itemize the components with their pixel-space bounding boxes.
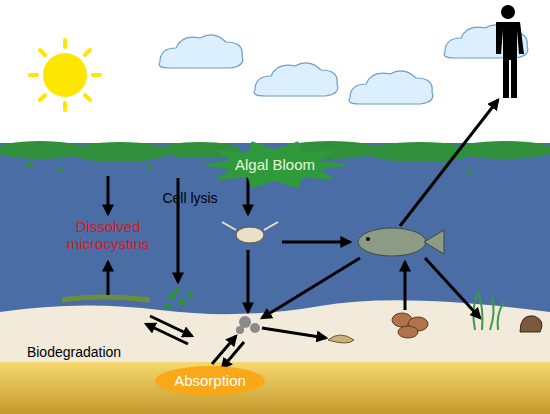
node-text: Algal Bloom	[235, 157, 315, 174]
clams	[392, 313, 428, 338]
bloom-star: Algal Bloom	[200, 140, 350, 190]
daphnia	[222, 222, 278, 243]
water	[0, 143, 550, 323]
absorption-ellipse: Absorption	[155, 366, 265, 396]
snail	[520, 316, 542, 332]
process-label: Cell lysis	[150, 190, 230, 206]
sun	[30, 40, 100, 110]
biofilm	[62, 287, 193, 309]
node-text: Absorption	[174, 373, 246, 390]
ellipse-shape	[155, 366, 265, 396]
process-label: Biodegradation	[14, 344, 134, 360]
bedrock	[0, 362, 550, 414]
star-shape	[200, 141, 350, 189]
bloom-scum	[0, 141, 550, 175]
fish	[358, 228, 444, 256]
plants	[473, 292, 504, 330]
compound-label: Dissolved microcystins	[58, 218, 158, 253]
shrimp	[328, 335, 354, 343]
human-silhouette	[496, 5, 524, 98]
flow-arrows	[108, 100, 498, 368]
sediment-particles	[236, 316, 260, 334]
clouds	[159, 25, 528, 104]
